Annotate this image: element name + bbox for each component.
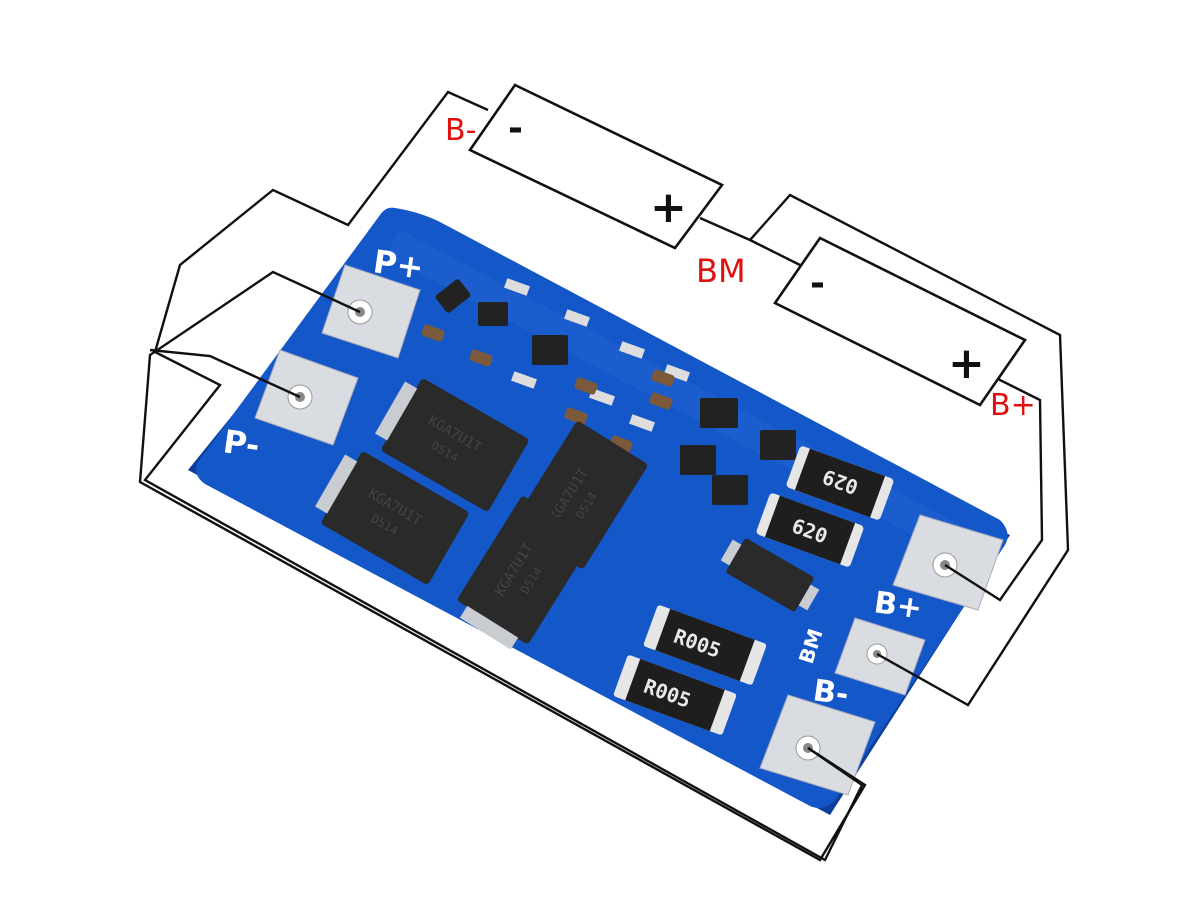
pad-p-plus [321, 264, 421, 359]
shunt-1: R005 [643, 605, 767, 685]
silk-p-minus: P- [221, 422, 262, 465]
resistor-620: 620 [756, 493, 864, 567]
silk-b-plus: B+ [872, 585, 924, 626]
silk-b-minus: B- [811, 673, 851, 713]
pad-b-minus [759, 694, 876, 796]
wire-p-plus [138, 270, 867, 862]
cell-1-negative: - [508, 108, 523, 149]
pad-p-minus [254, 349, 359, 446]
wire-bm-b [749, 238, 801, 267]
wire-b-plus [944, 373, 1044, 602]
shunt-2: R005 [613, 655, 737, 735]
mosfet-4: KGA7U1T D514 [458, 496, 592, 650]
battery-cell-1: - + [468, 83, 724, 250]
mosfet-2: KGA7U1T D514 [315, 452, 469, 584]
cell-2-positive: + [948, 338, 985, 389]
pad-b-plus [892, 514, 1004, 611]
silk-p-plus: P+ [371, 242, 426, 287]
label-b-plus: B+ [990, 388, 1036, 423]
resistor-029: 029 [786, 446, 894, 520]
label-bm: BM [696, 252, 746, 290]
wire-b-minus [143, 90, 864, 862]
wiring [138, 90, 1070, 862]
wire-p-minus [149, 348, 301, 399]
cell-2-negative: - [810, 263, 825, 304]
battery-cell-2: - + [773, 236, 1027, 407]
label-b-minus: B- [445, 113, 476, 148]
diode [720, 538, 820, 612]
mosfet-1: KGA7U1T D514 [375, 379, 529, 511]
cell-1-positive: + [650, 182, 687, 233]
